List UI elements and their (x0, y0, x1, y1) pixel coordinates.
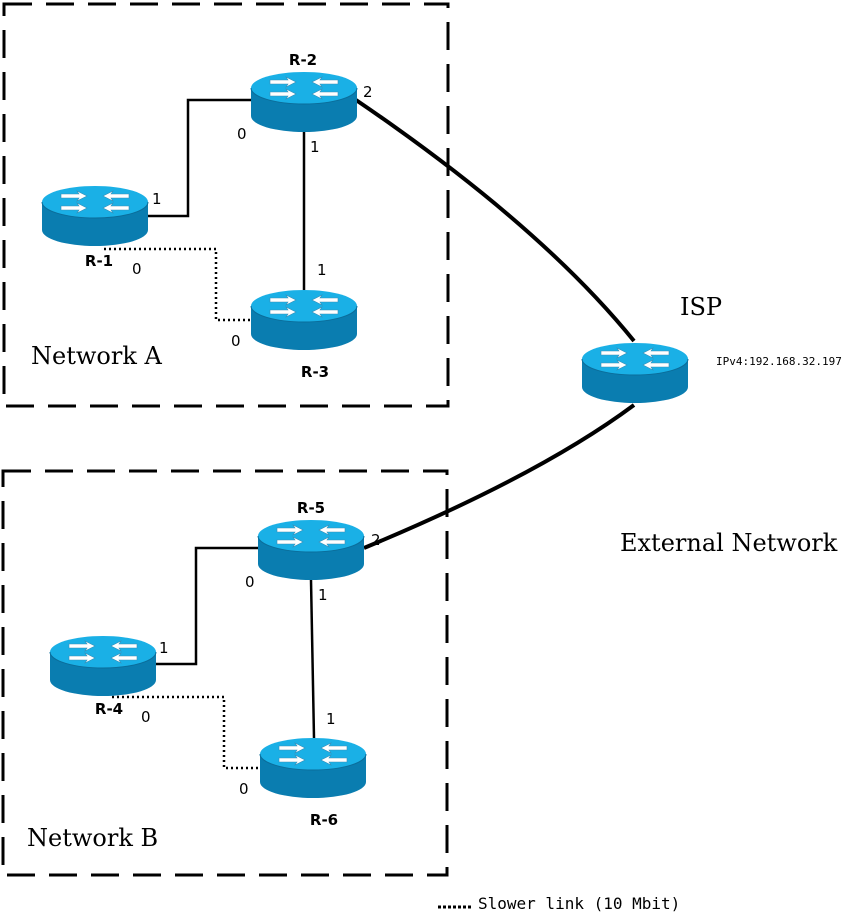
port-r5-2: 2 (371, 531, 381, 549)
router-r2-icon (250, 71, 358, 133)
port-r5-1: 1 (318, 586, 328, 604)
network-b-label: Network B (27, 824, 158, 852)
router-r5-label: R-5 (297, 499, 325, 517)
router-r3-icon (250, 289, 358, 351)
link-r5-isp (363, 403, 636, 550)
slow-link-r4-r6 (112, 695, 262, 770)
external-network-label: External Network (620, 529, 838, 557)
router-r4-label: R-4 (95, 700, 123, 718)
port-r6-0: 0 (239, 780, 249, 798)
router-r5-icon (257, 519, 365, 581)
port-r1-0: 0 (132, 260, 142, 278)
isp-label: ISP (680, 293, 722, 321)
router-r6-label: R-6 (310, 811, 338, 829)
port-r2-1: 1 (310, 138, 320, 156)
network-a-label: Network A (31, 342, 162, 370)
router-r6-icon (259, 737, 367, 799)
network-b-boundary (1, 469, 449, 877)
link-r5-r6 (309, 579, 316, 739)
router-r2-label: R-2 (289, 51, 317, 69)
slow-link-r1-r3 (104, 247, 252, 322)
port-r3-1: 1 (317, 261, 327, 279)
link-r1-r2 (148, 98, 252, 218)
port-r4-0: 0 (141, 708, 151, 726)
port-r3-0: 0 (231, 332, 241, 350)
port-r5-0: 0 (245, 573, 255, 591)
port-r1-1: 1 (152, 190, 162, 208)
link-r4-r5 (155, 546, 260, 666)
port-r2-2: 2 (363, 83, 373, 101)
port-r4-1: 1 (159, 639, 169, 657)
legend-slow-link-label: Slower link (10 Mbit) (478, 894, 680, 913)
isp-ip-address: IPv4:192.168.32.197 (716, 355, 842, 368)
router-r3-label: R-3 (301, 363, 329, 381)
network-a-boundary (2, 2, 450, 408)
router-r1-icon (41, 185, 149, 247)
router-r4-icon (49, 635, 157, 697)
router-isp-icon (581, 342, 689, 404)
port-r2-0: 0 (237, 125, 247, 143)
router-r1-label: R-1 (85, 252, 113, 270)
link-r2-isp (354, 98, 636, 343)
port-r6-1: 1 (326, 710, 336, 728)
